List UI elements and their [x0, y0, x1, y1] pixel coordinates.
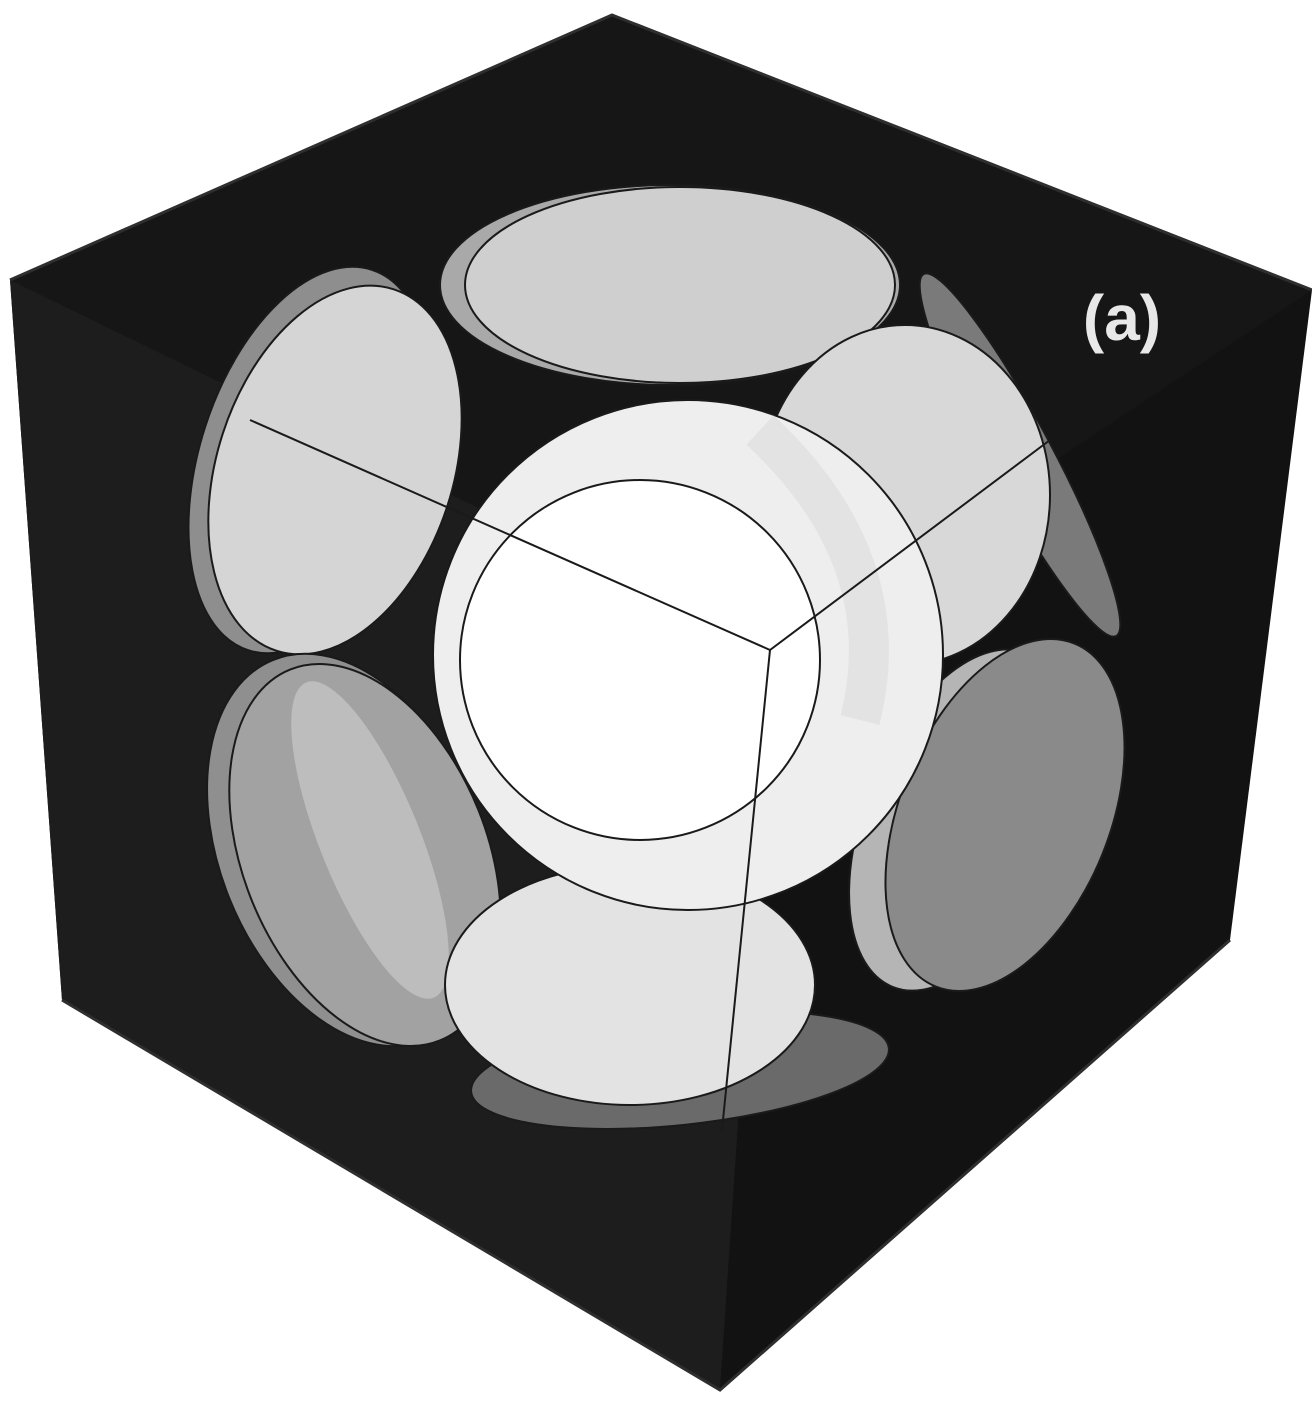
central-sphere — [433, 400, 943, 910]
panel-label: (a) — [1083, 282, 1161, 354]
